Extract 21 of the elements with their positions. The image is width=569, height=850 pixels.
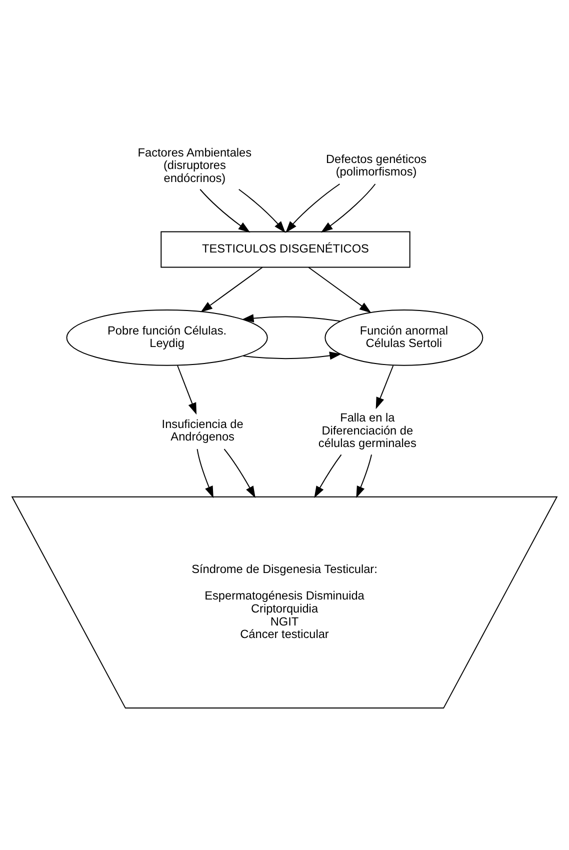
arrow	[242, 314, 340, 322]
node-ellipse: Función anormal Células Sertoli	[324, 308, 484, 366]
arrow	[196, 448, 214, 498]
node-text: Insuficiencia de Andrógenos	[162, 416, 244, 444]
arrow	[200, 188, 250, 232]
arrow	[376, 364, 394, 409]
arrow	[238, 188, 286, 232]
arrow	[314, 454, 342, 498]
arrow	[286, 183, 340, 232]
arrow	[224, 448, 256, 498]
arrow	[200, 266, 263, 312]
node-text: Defectos genéticos (polimorfismos)	[326, 151, 427, 178]
node-text: Falla en la Diferenciación de células germinales	[318, 410, 416, 450]
arrow	[177, 364, 197, 414]
arrow	[242, 351, 342, 360]
arrow	[356, 454, 372, 498]
arrow	[308, 266, 372, 312]
arrow	[320, 183, 376, 232]
node-ellipse: Pobre función Células. Leydig	[66, 308, 268, 366]
node-box: TESTICULOS DISGENÉTICOS	[160, 230, 410, 268]
node-text: Factores Ambientales (disruptores endócrinos)	[138, 144, 252, 185]
